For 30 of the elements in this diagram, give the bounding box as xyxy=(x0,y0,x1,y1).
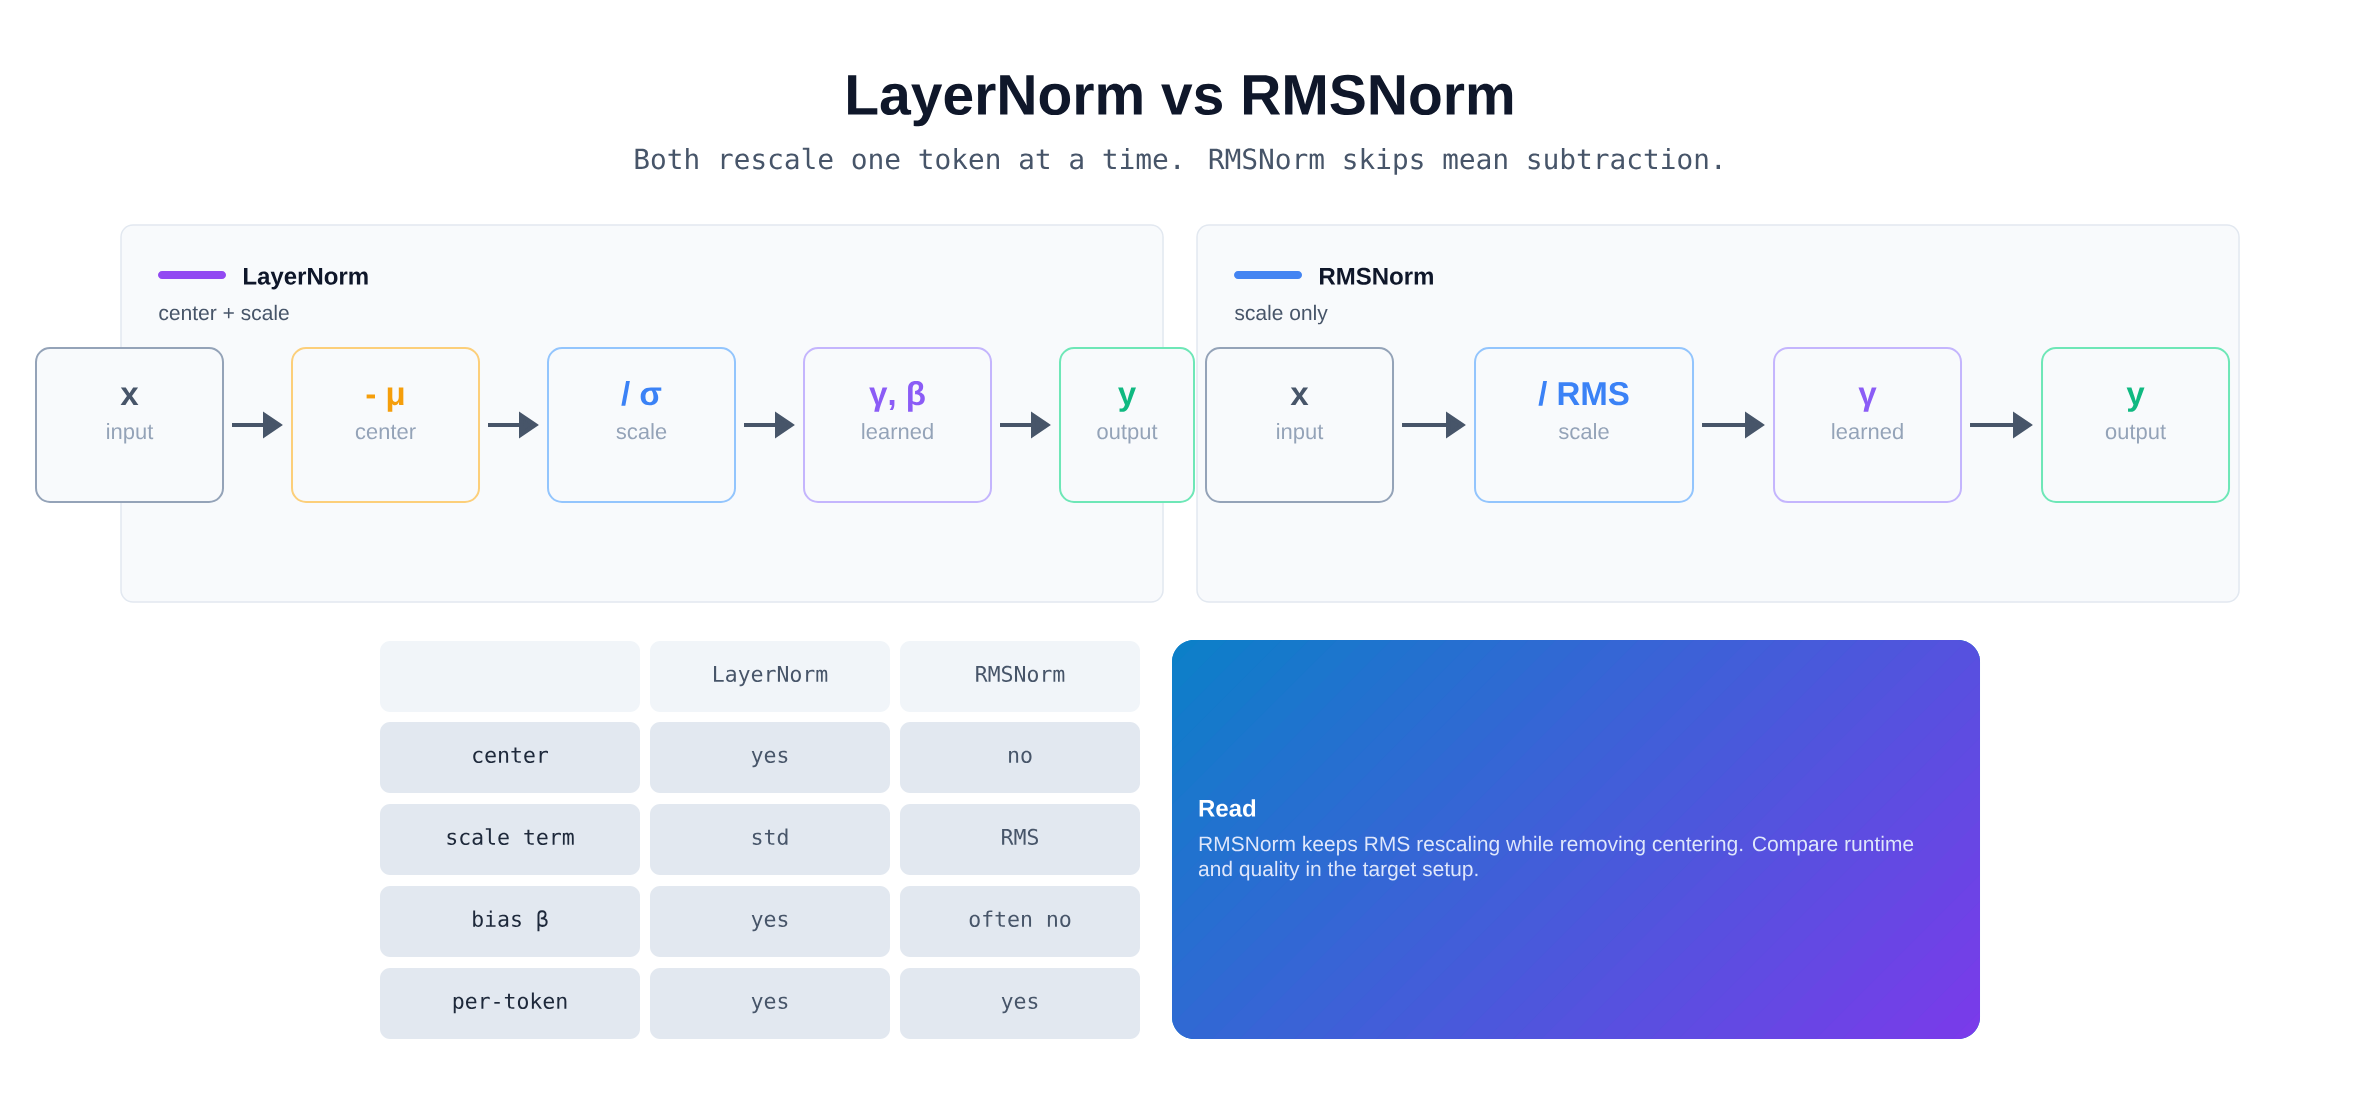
note-card: Read RMSNorm keeps RMS rescaling while removing centering. Compare runtime and quality in the target setup. xyxy=(1172,640,1980,1039)
row-label: scale term xyxy=(380,804,640,875)
panel-heading: RMSNorm xyxy=(1320,267,1433,285)
process-box: x input xyxy=(35,347,224,503)
process-box: γ learned xyxy=(1773,347,1962,503)
row-label: center xyxy=(380,722,640,793)
column-header: LayerNorm xyxy=(650,641,890,712)
panel-subtitle: scale only xyxy=(1235,304,1328,325)
table-cell: yes xyxy=(650,968,890,1039)
process-box: - μ center xyxy=(291,347,480,503)
table-cell: std xyxy=(650,804,890,875)
process-box: γ, β learned xyxy=(803,347,992,503)
process-box: / RMS scale xyxy=(1474,347,1694,503)
process-box: / σ scale xyxy=(547,347,736,503)
table-cell: often no xyxy=(900,886,1140,957)
subtitle: Both rescale one token at a time. RMSNorm skips mean subtraction. xyxy=(635,147,1720,175)
table-cell: no xyxy=(900,722,1140,793)
panel-heading: LayerNorm xyxy=(244,268,368,290)
table-cell: yes xyxy=(900,968,1140,1039)
row-label: per-token xyxy=(380,968,640,1039)
table-cell: yes xyxy=(650,886,890,957)
table-cell: RMS xyxy=(900,804,1140,875)
process-box: y output xyxy=(1059,347,1195,503)
row-label: bias β xyxy=(380,886,640,957)
panel-subtitle: center + scale xyxy=(159,304,289,321)
table-cell: yes xyxy=(650,722,890,793)
title: LayerNorm vs RMSNorm xyxy=(848,74,1513,127)
process-box: y output xyxy=(2041,347,2231,503)
process-box: x input xyxy=(1205,347,1394,503)
column-header: RMSNorm xyxy=(900,641,1140,712)
